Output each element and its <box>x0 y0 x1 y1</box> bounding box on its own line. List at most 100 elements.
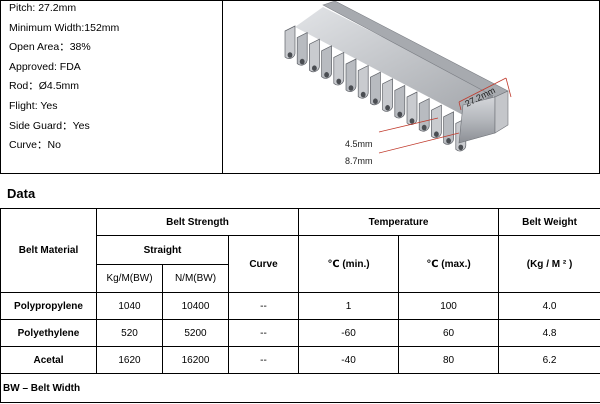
rod-hole <box>421 124 427 131</box>
belt-link <box>382 78 393 112</box>
cell-temp-min: 1 <box>298 292 400 320</box>
belt-drawing: 4.5mm 8.7mm 27.2mm <box>284 1 512 166</box>
header-n-per-m: N/M(BW) <box>162 264 229 293</box>
header-temperature: Temperature <box>298 208 500 236</box>
spec-value: 38% <box>69 41 91 54</box>
header-straight: Straight <box>96 235 229 265</box>
spec-item-curve: Curve：No <box>1 136 222 156</box>
spec-sep: ： <box>59 41 70 54</box>
spec-item-pitch: Pitch: 27.2mm <box>1 0 222 19</box>
spec-value: No <box>47 139 61 152</box>
cell-curve: -- <box>227 319 300 347</box>
spec-label: Flight <box>9 99 35 112</box>
header-belt-strength: Belt Strength <box>95 208 300 236</box>
section-title: Data <box>7 186 36 201</box>
spec-list: Pitch: 27.2mm Minimum Width:152mm Open A… <box>1 1 223 173</box>
footnote: BW – Belt Width <box>0 373 600 403</box>
header-weight-unit: (Kg / M ² ) <box>498 235 600 293</box>
cell-curve: -- <box>227 292 300 320</box>
table-row: Polypropylene 1040 10400 -- 1 100 4.0 <box>0 292 600 320</box>
table-row: Polyethylene 520 5200 -- -60 60 4.8 <box>0 319 600 347</box>
rod-hole <box>312 65 317 71</box>
spec-item-minimum-width: Minimum Width:152mm <box>1 19 222 39</box>
belt-link <box>370 71 381 106</box>
data-table: Belt Material Belt Strength Temperature … <box>0 208 600 403</box>
spec-sep: : <box>53 60 60 73</box>
spec-sep: ： <box>28 80 39 93</box>
rod-hole <box>287 52 293 58</box>
spec-label: Approved <box>9 60 54 73</box>
header-kg-per-m: Kg/M(BW) <box>96 264 163 293</box>
rod-hole <box>324 72 329 78</box>
cell-kgm: 1040 <box>96 292 163 320</box>
table-row: Acetal 1620 16200 -- -40 80 6.2 <box>0 346 600 374</box>
cell-nm: 5200 <box>162 319 229 347</box>
cell-weight: 6.2 <box>498 346 600 374</box>
belt-link <box>345 58 357 92</box>
cell-temp-max: 80 <box>398 346 500 374</box>
spec-panel: Pitch: 27.2mm Minimum Width:152mm Open A… <box>0 0 600 174</box>
belt-link <box>284 25 296 59</box>
belt-link <box>309 38 320 73</box>
spec-value: FDA <box>59 60 81 73</box>
spec-sep: : <box>81 21 85 34</box>
cell-nm: 16200 <box>162 346 229 374</box>
cell-kgm: 1620 <box>96 346 163 374</box>
header-belt-material: Belt Material <box>0 208 97 293</box>
belt-links <box>284 25 467 152</box>
header-temp-max: ℃ (max.) <box>398 235 500 293</box>
rod-hole <box>397 111 403 118</box>
header-belt-weight: Belt Weight <box>498 208 600 236</box>
spec-label: Minimum Width <box>9 21 82 34</box>
cell-material: Polyethylene <box>0 319 97 347</box>
spec-value: Yes <box>40 99 58 112</box>
spec-value: Ø4.5mm <box>38 80 80 93</box>
spec-label: Open Area <box>9 41 60 54</box>
rod-hole <box>299 58 305 65</box>
cell-weight: 4.0 <box>498 292 600 320</box>
dimension-height-label: 8.7mm <box>345 156 373 166</box>
cell-curve: -- <box>227 346 300 374</box>
header-temp-min: ℃ (min.) <box>298 235 400 293</box>
spec-item-side-guard: Side Guard：Yes <box>1 117 222 137</box>
spec-label: Rod <box>9 80 29 93</box>
rod-hole <box>458 144 464 151</box>
spec-label: Curve <box>9 139 38 152</box>
rod-hole <box>336 78 342 85</box>
rod-hole <box>434 131 439 137</box>
rod-hole <box>360 91 366 98</box>
spec-item-open-area: Open Area：38% <box>1 38 222 58</box>
table-header-row: Straight Curve ℃ (min.) ℃ (max.) (Kg / M… <box>1 235 600 293</box>
belt-link <box>296 32 308 66</box>
spec-sep: ： <box>62 119 73 132</box>
cell-weight: 4.8 <box>498 319 600 347</box>
spec-label: Side Guard <box>9 119 63 132</box>
rod-hole <box>385 105 390 111</box>
belt-link <box>418 98 430 132</box>
cell-nm: 10400 <box>162 292 229 320</box>
rod-hole <box>446 138 451 144</box>
rod-hole <box>409 118 415 124</box>
table-footnote-row: BW – Belt Width <box>0 373 600 403</box>
spec-sep: : <box>34 99 41 112</box>
side-guard-rail <box>322 1 509 144</box>
rod-hole <box>373 98 378 104</box>
belt-link <box>321 45 332 79</box>
spec-sep: ： <box>37 139 48 152</box>
table-header-row: Belt Material Belt Strength Temperature … <box>0 208 600 293</box>
cell-temp-max: 100 <box>398 292 500 320</box>
cell-temp-min: -40 <box>298 346 400 374</box>
belt-link <box>394 84 406 119</box>
spec-value: 152mm <box>84 21 120 34</box>
spec-value: Yes <box>72 119 90 132</box>
cell-kgm: 520 <box>96 319 163 347</box>
spec-item-approved: Approved: FDA <box>1 58 222 78</box>
spec-item-rod: Rod：Ø4.5mm <box>1 77 222 97</box>
spec-value: 27.2mm <box>38 2 77 14</box>
cell-material: Polypropylene <box>0 292 97 320</box>
header-curve: Curve <box>227 235 300 293</box>
spec-item-flight: Flight: Yes <box>1 97 222 117</box>
belt-link <box>431 104 442 139</box>
cell-temp-max: 60 <box>398 319 500 347</box>
spec-sep: : <box>32 2 39 14</box>
